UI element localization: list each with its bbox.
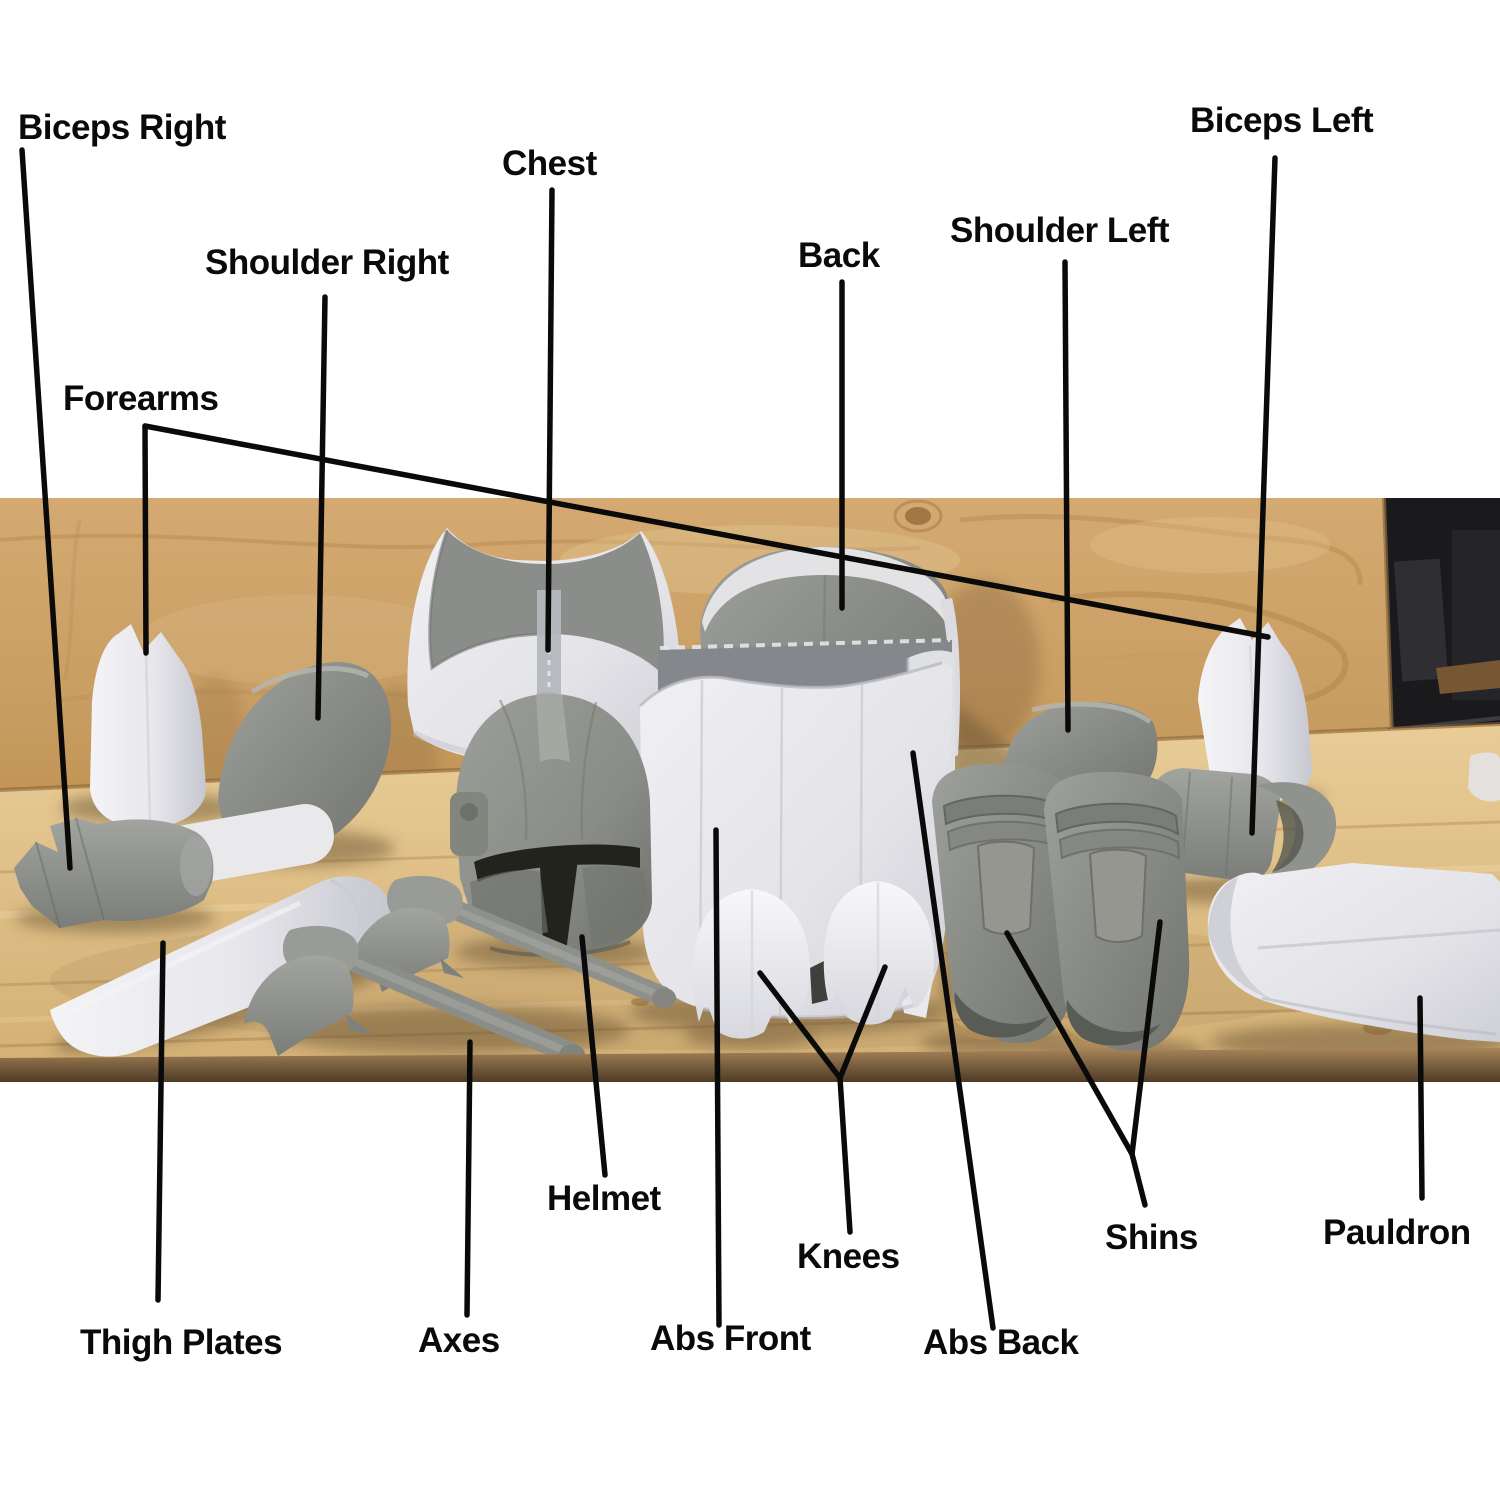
leader-line-knees	[757, 970, 843, 1081]
chest-plate-piece	[407, 528, 680, 766]
partial-piece-right-edge	[1468, 752, 1500, 802]
leader-line-shins	[1129, 1151, 1148, 1208]
axes-pieces	[244, 875, 676, 1066]
leader-line-abs-back	[910, 750, 996, 1331]
leader-line-chest	[545, 187, 555, 653]
right-biceps-piece	[14, 817, 214, 929]
leader-line-abs-front	[713, 827, 722, 1328]
leader-line-pauldron	[1417, 995, 1425, 1201]
leader-line-knees	[837, 964, 888, 1081]
leader-line-shoulder-left	[1062, 259, 1071, 733]
table-front-edge	[0, 1048, 1500, 1082]
leader-line-axes	[464, 1039, 473, 1318]
leader-line-biceps-left	[1249, 155, 1278, 836]
leader-line-shoulder-right	[315, 294, 328, 721]
pauldron-piece	[1207, 863, 1500, 1042]
dark-background-corner	[1382, 497, 1500, 742]
photo	[0, 497, 1500, 1082]
leader-line-shins	[1129, 919, 1163, 1157]
leader-line-helmet	[579, 934, 608, 1178]
shin-pieces	[932, 763, 1191, 1052]
right-forearm-piece	[90, 624, 206, 829]
leader-line-thigh-plates	[155, 940, 166, 1303]
leader-line-forearms	[142, 423, 149, 656]
leader-line-knees	[837, 1075, 853, 1235]
leader-line-forearms	[142, 423, 1271, 640]
leader-line-shins	[1004, 930, 1135, 1157]
leader-line-biceps-right	[19, 147, 73, 871]
